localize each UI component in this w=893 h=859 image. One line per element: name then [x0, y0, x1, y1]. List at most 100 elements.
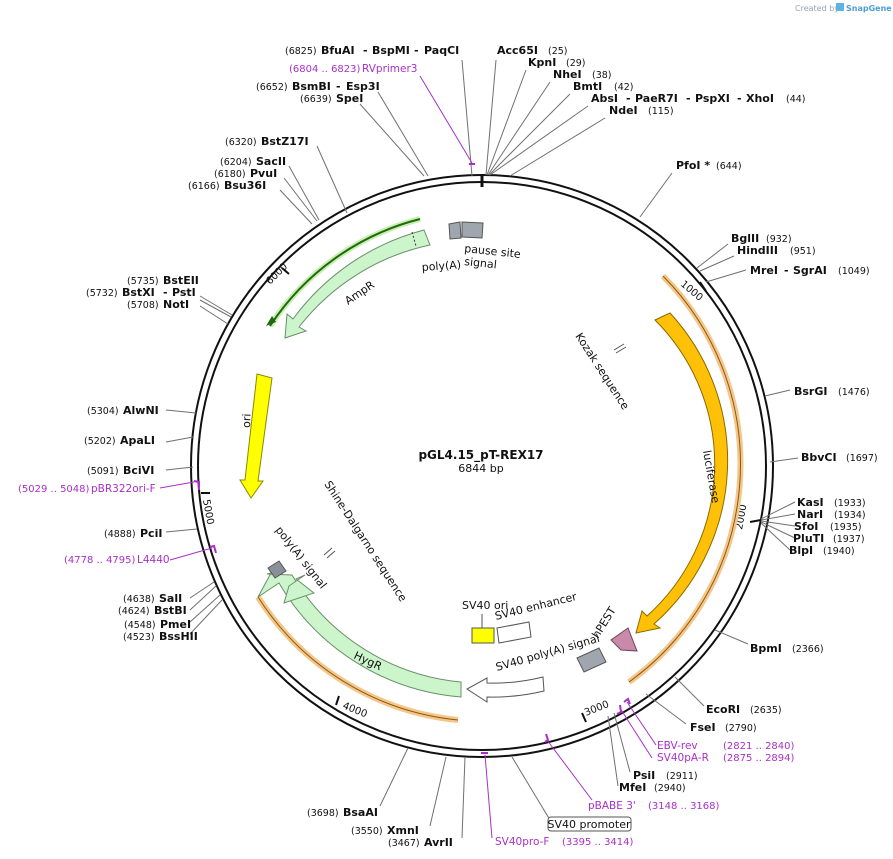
site-pos-bstbi: (4624): [118, 606, 150, 617]
site-bsu36i: Bsu36I: [224, 179, 266, 192]
site-pos-nhei: (38): [592, 70, 612, 81]
site-nhei: NheI: [553, 68, 582, 81]
site-psii: PsiI: [633, 769, 655, 782]
site-pos-bbvci: (1697): [846, 453, 878, 464]
site-fsei: FseI: [690, 721, 716, 734]
site-pspxi: PspXI: [695, 92, 730, 105]
site-kasi: KasI: [797, 496, 824, 509]
ampr-feature[interactable]: [284, 229, 431, 339]
site-paer7i: PaeR7I: [635, 92, 678, 105]
primer-pbr322ori: pBR322ori-F: [91, 483, 156, 495]
site-pos-xhoi: (44): [786, 94, 806, 105]
site-ndei: NdeI: [609, 104, 638, 117]
shine-marker-2: [326, 550, 336, 559]
site-bcivi: BciVI: [123, 464, 154, 477]
site-pos-sali: (4638): [123, 594, 155, 605]
ampr-label: AmpR: [342, 278, 377, 307]
site-pos-bsaai: (3698): [307, 808, 339, 819]
primer-range-pbabe3: (3148 .. 3168): [648, 801, 720, 812]
site-esp3i: Esp3I: [346, 80, 380, 93]
pause-site-box[interactable]: [448, 221, 462, 240]
tick-1000: [699, 281, 707, 292]
site-bspmi: BspMI: [372, 44, 410, 57]
site-bmti: BmtI: [573, 80, 602, 93]
site-pos-nari: (1934): [834, 510, 866, 521]
site-pos-mfei: (2940): [654, 783, 686, 794]
site-pos-sacii: (6204): [220, 157, 252, 168]
sv40-promoter-box[interactable]: [547, 816, 632, 832]
site-pos-bsteii: (5735): [127, 276, 159, 287]
primer-range-ebv-rev: (2821 .. 2840): [723, 741, 795, 752]
primer-range-sv40pro-f: (3395 .. 3414): [562, 837, 634, 848]
pause-signal-label: signal: [464, 255, 498, 271]
ori-feature[interactable]: [239, 373, 273, 499]
polya-signal-arrow[interactable]: [283, 574, 316, 604]
site-pluti: PluTI: [793, 532, 824, 545]
sv40-enhancer-feature[interactable]: [496, 621, 532, 644]
site-sfoi: SfoI: [794, 520, 818, 533]
site-pos-avrii: (3467): [388, 838, 420, 849]
primer-sv40pro-f: SV40pro-F: [495, 836, 549, 848]
luciferase-feature[interactable]: [635, 312, 729, 634]
site-noti: NotI: [163, 298, 189, 311]
site-pos-bpmi: (2366): [792, 644, 824, 655]
kozak-label: Kozak sequence: [572, 331, 631, 413]
shine-marker-1: [323, 547, 333, 556]
site-bsteii: BstEII: [163, 274, 199, 287]
primer-l4440: L4440: [137, 554, 170, 566]
site-pos-psii: (2911): [666, 771, 698, 782]
site-hindiii: HindIII: [737, 244, 778, 257]
sep-7: -: [784, 264, 789, 277]
site-pos-fsei: (2790): [725, 723, 757, 734]
polya-label: poly(A): [421, 258, 461, 274]
site-pos-apali: (5202): [84, 436, 116, 447]
site-bstxi: BstXI: [122, 286, 155, 299]
pause-site-label: pause site: [464, 242, 522, 261]
primer-range-pbr322ori: (5029 .. 5048): [18, 484, 90, 495]
site-pos-ndei: (115): [648, 106, 674, 117]
luciferase-orf-line: [628, 275, 741, 683]
site-pvui: PvuI: [250, 167, 277, 180]
hpest-feature[interactable]: [610, 627, 638, 652]
primer-range-rvprimer3: (6804 .. 6823): [289, 64, 361, 75]
polya-box[interactable]: [461, 221, 484, 239]
site-bsmbi: BsmBI: [292, 80, 331, 93]
polya-signal-box[interactable]: [267, 560, 287, 579]
hygr-feature[interactable]: [257, 572, 462, 698]
site-pos-bcivi: (5091): [87, 466, 119, 477]
snapgene-logo-icon: [836, 3, 844, 11]
site-sali: SalI: [159, 592, 182, 605]
kozak-marker-2: [615, 346, 627, 354]
site-pos-bmti: (42): [614, 82, 634, 93]
site-bglii: BglII: [731, 232, 759, 245]
credit-brand: SnapGene: [846, 4, 892, 13]
site-nari: NarI: [797, 508, 823, 521]
primer-pbabe3: pBABE 3': [588, 800, 636, 812]
site-alwni: AlwNI: [123, 404, 159, 417]
site-pos-bstxi: (5732): [86, 288, 118, 299]
site-pos-pluti: (1937): [833, 534, 865, 545]
sv40-pa-box[interactable]: [576, 647, 607, 673]
primer-leaders: [159, 75, 657, 839]
site-bstz17i: BstZ17I: [261, 135, 309, 148]
site-pos-bglii: (932): [766, 234, 792, 245]
primer-sv40pa-r: SV40pA-R: [657, 752, 709, 764]
site-mfei: MfeI: [619, 781, 646, 794]
site-leaders: [165, 59, 799, 839]
sv40-polya-signal-feature[interactable]: [466, 676, 545, 703]
sep-5: -: [737, 92, 742, 105]
tick-6000: [281, 267, 290, 275]
site-pos-acc65i: (25): [548, 46, 568, 57]
kozak-marker-1: [613, 343, 625, 351]
site-pos-bfuai: (6825): [285, 46, 317, 57]
primer-rvprimer3: RVprimer3: [362, 63, 418, 75]
site-pos-xmni: (3550): [351, 826, 383, 837]
site-pmei: PmeI: [160, 618, 191, 631]
sv40-enhancer-label: SV40 enhancer: [494, 590, 579, 623]
primer-range-sv40pa-r: (2875 .. 2894): [723, 753, 795, 764]
site-pos-bsrgi: (1476): [838, 387, 870, 398]
site-kpni: KpnI: [528, 56, 556, 69]
site-psti: PstI: [172, 286, 196, 299]
site-pos-pfoi: (644): [716, 161, 742, 172]
sv40-ori-feature[interactable]: [471, 627, 495, 644]
